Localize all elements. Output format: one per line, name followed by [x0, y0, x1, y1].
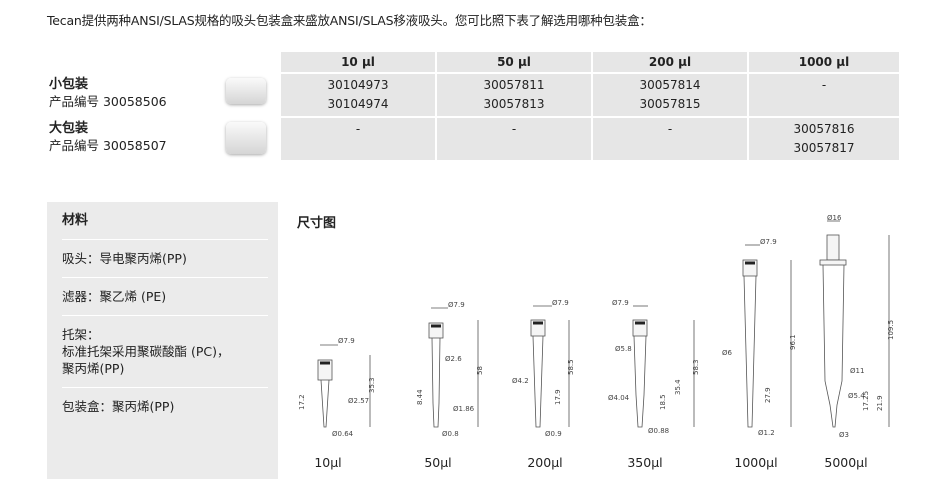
tip-dimension: 8.44: [416, 389, 424, 405]
tip-volume-label: 10µl: [314, 455, 341, 470]
tip-dimension: 58: [476, 366, 484, 375]
tip-dimension: Ø5.4: [848, 392, 865, 400]
tip-dimension: Ø2.57: [348, 397, 369, 405]
part-number: 30057814: [639, 78, 701, 92]
tip-dimension: Ø0.8: [442, 430, 459, 438]
empty-header-cell: [213, 52, 279, 72]
tip-dimension: Ø7.9: [760, 238, 777, 246]
tip-dimension: Ø2.6: [445, 355, 462, 363]
image-cell: [213, 118, 279, 160]
tip-shape: [320, 379, 330, 428]
tip-dimension: Ø1.86: [453, 405, 475, 413]
materials-panel: 材料 吸头：导电聚丙烯(PP) 滤器：聚乙烯 (PE) 托架： 标准托架采用聚碳…: [47, 202, 278, 479]
part-number: 30057816: [793, 122, 855, 136]
table-cell: -: [437, 118, 591, 160]
table-cell: -: [593, 118, 747, 160]
tip-dimension: Ø0.9: [545, 430, 562, 438]
material-item: 吸头：导电聚丙烯(PP): [62, 240, 268, 278]
tip-volume-label: 350µl: [627, 455, 662, 470]
package-name: 小包装: [49, 77, 89, 92]
tip-dimension: 17.9: [554, 389, 562, 405]
part-number: 30057817: [793, 141, 855, 155]
row-label: 大包装 产品编号 30058507: [49, 118, 211, 160]
part-number: -: [355, 122, 361, 136]
table-row-large-pack: 大包装 产品编号 30058507 - - - 30057816 30057817: [49, 118, 899, 160]
table-row-small-pack: 小包装 产品编号 30058506 30104973 30104974 30057…: [49, 74, 899, 116]
tip-dimension: 35.3: [368, 377, 376, 393]
package-table: 10 µl 50 µl 200 µl 1000 µl 小包装 产品编号 3005…: [47, 50, 901, 162]
part-number: -: [667, 122, 673, 136]
tip-dimension: 17.2: [298, 394, 306, 410]
image-cell: [213, 74, 279, 116]
tip-dimension: Ø7.9: [552, 299, 569, 307]
diagram-title: 尺寸图: [297, 216, 337, 231]
tip-dimension: Ø11: [850, 367, 864, 375]
tip-volume-label: 5000µl: [824, 455, 867, 470]
package-code: 产品编号 30058506: [49, 94, 167, 109]
tip-dimension: Ø3: [839, 431, 849, 439]
tip-dimension: 58.3: [692, 359, 700, 375]
package-name: 大包装: [49, 121, 89, 136]
tip-dimension: 96.1: [789, 334, 797, 350]
part-number: 30057815: [639, 97, 701, 111]
tip-dimension: 21.9: [876, 395, 884, 411]
material-item: 托架： 标准托架采用聚碳酸酯 (PC)， 聚丙烯(PP): [62, 316, 268, 388]
tip-dimension: Ø4.04: [608, 394, 630, 402]
tip-dimension: Ø0.64: [332, 430, 354, 438]
tip-dimension: Ø6: [722, 349, 733, 357]
material-item: 包装盒：聚丙烯(PP): [62, 399, 175, 414]
part-number: -: [821, 78, 827, 92]
intro-text: Tecan提供两种ANSI/SLAS规格的吸头包装盒来盛放ANSI/SLAS移液…: [47, 13, 652, 28]
column-header: 10 µl: [281, 52, 435, 72]
column-header: 1000 µl: [749, 52, 899, 72]
table-cell: 30057814 30057815: [593, 74, 747, 116]
tip-dimension: Ø16: [827, 214, 842, 222]
tip-dimension: Ø7.9: [448, 301, 465, 309]
table-cell: 30104973 30104974: [281, 74, 435, 116]
column-header: 200 µl: [593, 52, 747, 72]
tip-dimension: Ø4.2: [512, 377, 529, 385]
tip-volume-label: 1000µl: [734, 455, 777, 470]
tip-dimension: 109.5: [887, 320, 895, 340]
part-number: 30057813: [483, 97, 545, 111]
table-cell: 30057811 30057813: [437, 74, 591, 116]
tip-dimension-diagram: Ø7.9 35.3 17.2 Ø2.57 Ø0.64 Ø7.9 Ø2.6 58 …: [298, 214, 895, 470]
tip-volume-label: 50µl: [424, 455, 451, 470]
tip-dimension: Ø7.9: [612, 299, 629, 307]
tip-dimension: 18.5: [659, 394, 667, 410]
tip-volume-label: 200µl: [527, 455, 562, 470]
materials-title: 材料: [62, 202, 268, 240]
table-cell: 30057816 30057817: [749, 118, 899, 160]
large-tip-box-icon: [226, 122, 266, 154]
material-item: 滤器：聚乙烯 (PE): [62, 278, 268, 316]
part-number: 30104974: [327, 97, 389, 111]
table-header-row: 10 µl 50 µl 200 µl 1000 µl: [49, 52, 899, 72]
row-label: 小包装 产品编号 30058506: [49, 74, 211, 116]
tip-dimension: 27.9: [764, 387, 772, 403]
table-cell: -: [281, 118, 435, 160]
part-number: 30057811: [483, 78, 545, 92]
tip-dimension: Ø1.2: [758, 429, 775, 437]
tip-dimension: 58.5: [567, 359, 575, 375]
table-cell: -: [749, 74, 899, 116]
empty-header-cell: [49, 52, 211, 72]
tip-dimension: Ø5.8: [615, 345, 632, 353]
tip-dimension: Ø7.9: [338, 337, 355, 345]
tip-shape: [317, 359, 333, 381]
part-number: 30104973: [327, 78, 389, 92]
tip-dimension: Ø0.88: [648, 427, 669, 435]
small-tip-box-icon: [226, 78, 266, 104]
package-code: 产品编号 30058507: [49, 138, 167, 153]
tip-dimension: 17.25: [862, 391, 870, 411]
part-number: -: [511, 122, 517, 136]
column-header: 50 µl: [437, 52, 591, 72]
tip-dimension: 35.4: [674, 379, 682, 395]
